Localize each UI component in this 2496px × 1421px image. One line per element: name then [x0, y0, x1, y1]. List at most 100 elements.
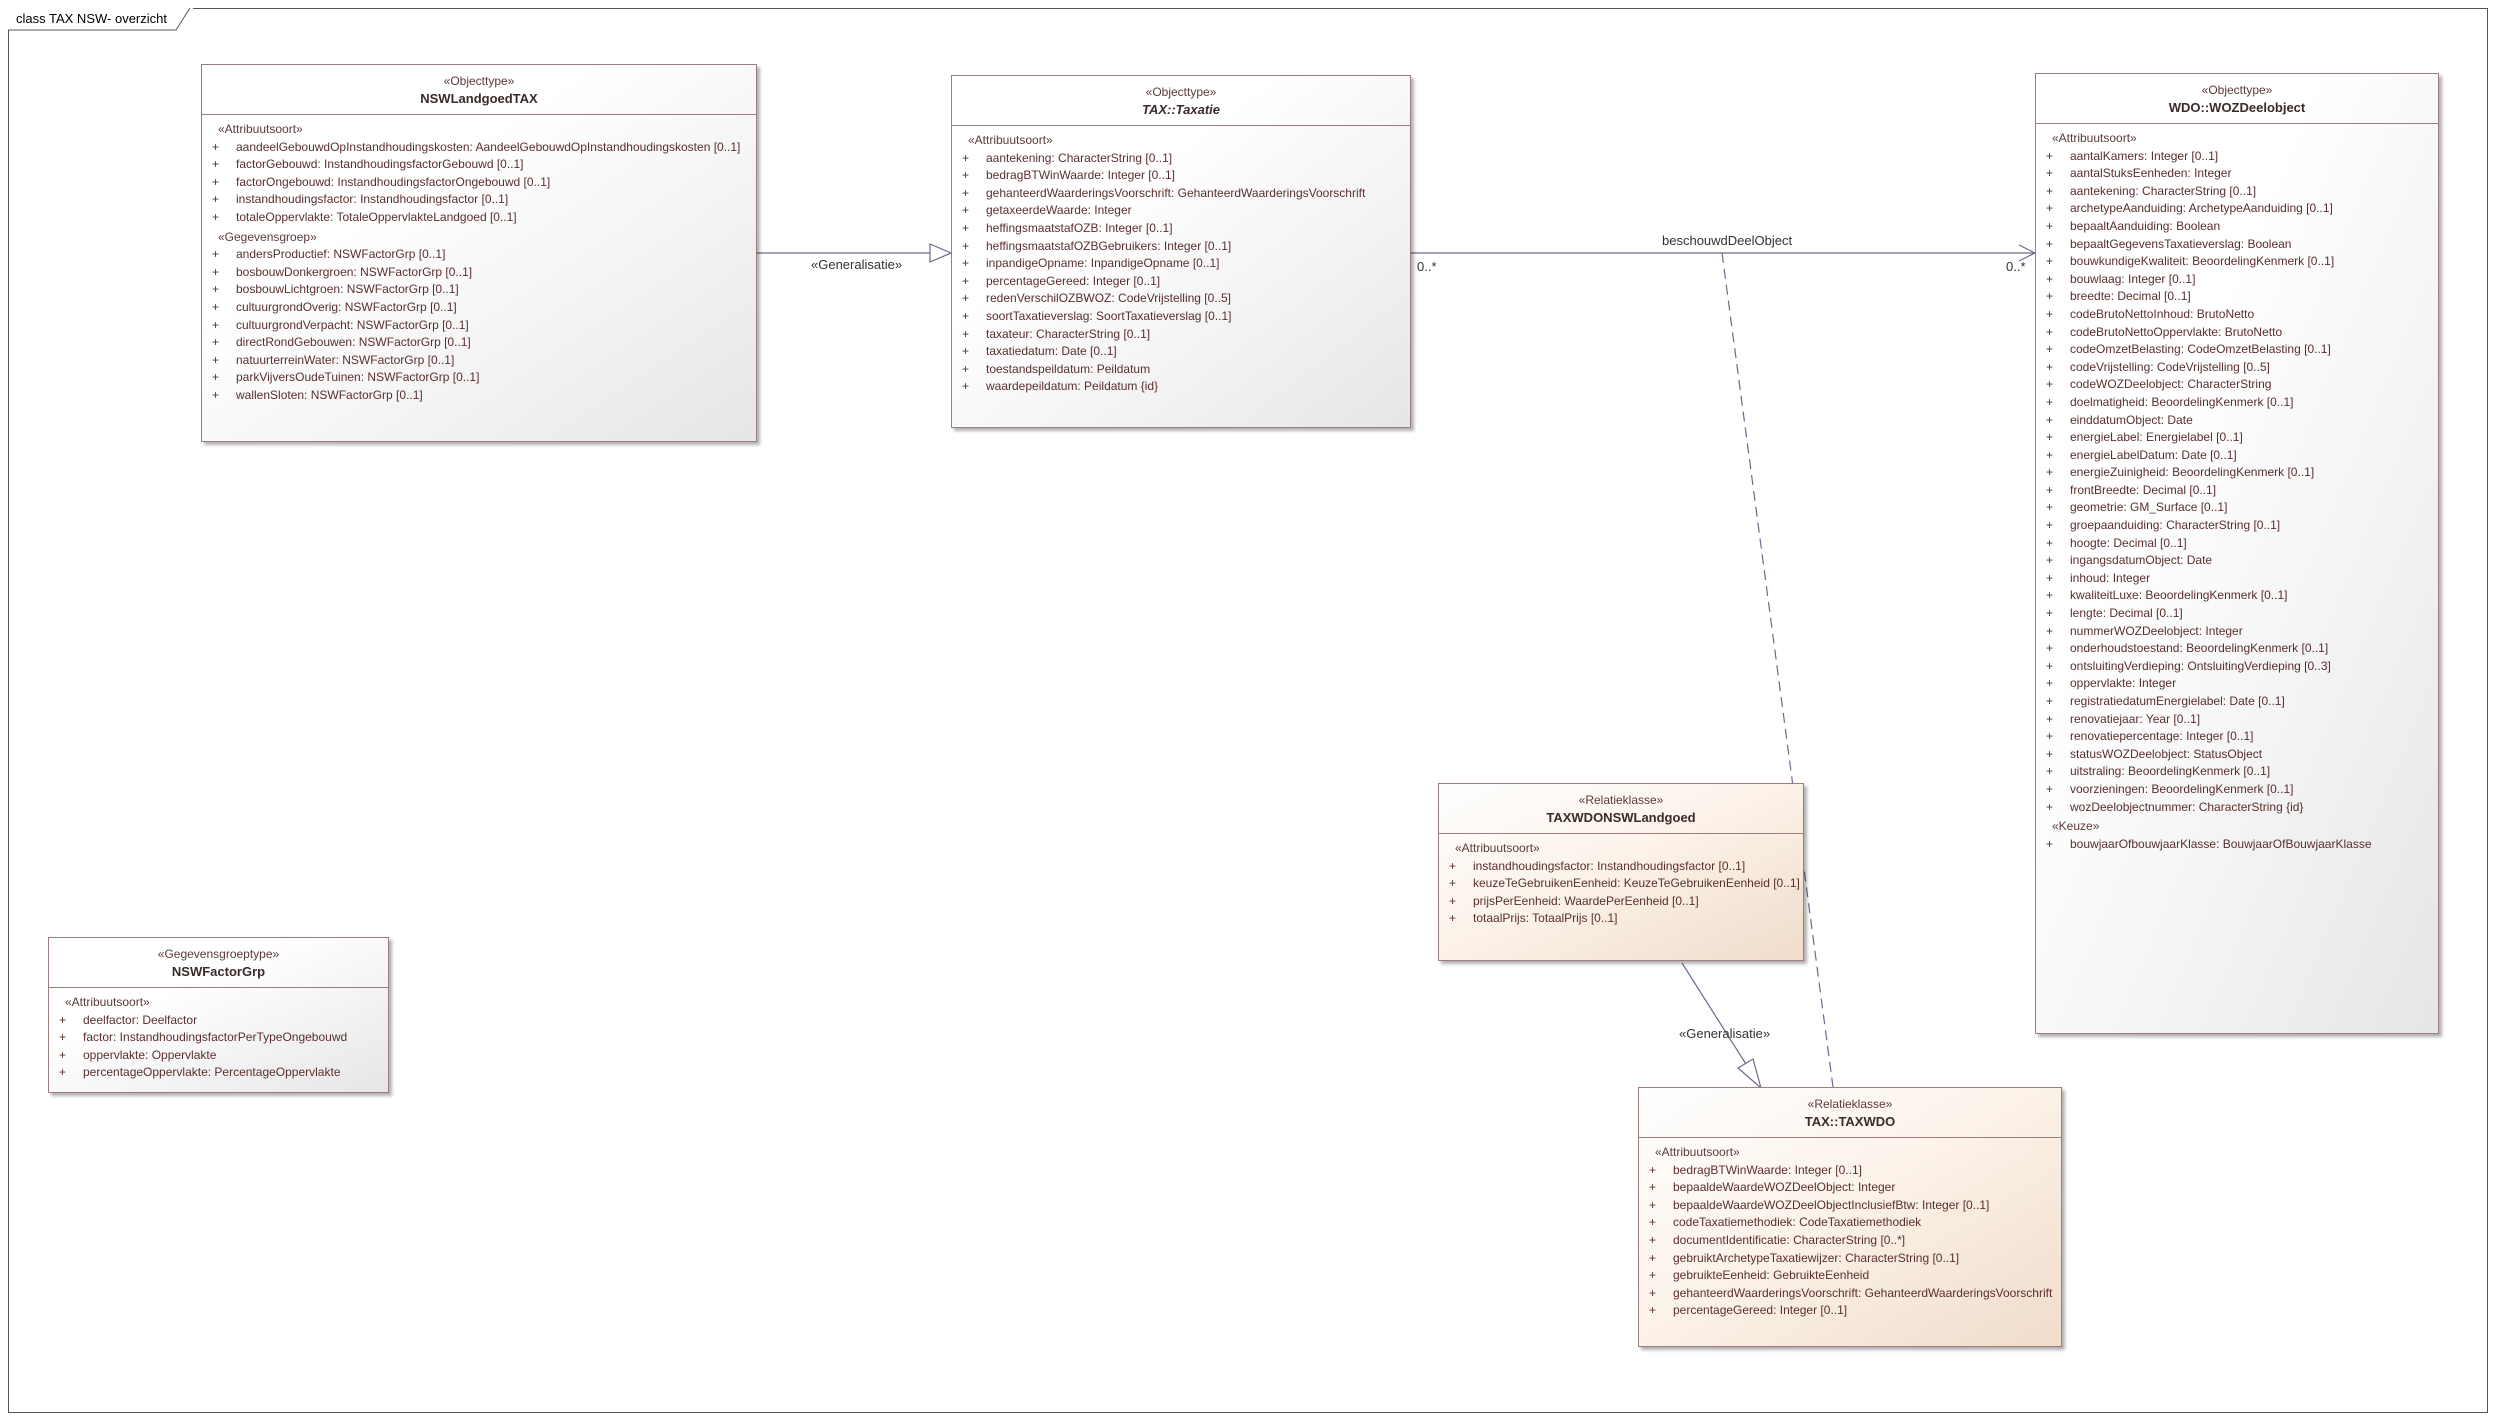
attribute-row[interactable]: +inpandigeOpname: InpandigeOpname [0..1] [962, 255, 1404, 273]
attribute-row[interactable]: +codeOmzetBelasting: CodeOmzetBelasting … [2046, 341, 2432, 359]
attribute-row[interactable]: +parkVijversOudeTuinen: NSWFactorGrp [0.… [212, 369, 750, 387]
attribute-row[interactable]: +andersProductief: NSWFactorGrp [0..1] [212, 246, 750, 264]
attribute-row[interactable]: +instandhoudingsfactor: Instandhoudingsf… [212, 191, 750, 209]
attribute-row[interactable]: +gebruikteEenheid: GebruikteEenheid [1649, 1267, 2055, 1285]
attribute-row[interactable]: +bedragBTWinWaarde: Integer [0..1] [1649, 1162, 2055, 1180]
attribute-row[interactable]: +ingangsdatumObject: Date [2046, 552, 2432, 570]
attribute-row[interactable]: +aantekening: CharacterString [0..1] [2046, 183, 2432, 201]
attribute-row[interactable]: +documentIdentificatie: CharacterString … [1649, 1232, 2055, 1250]
attribute-row[interactable]: +heffingsmaatstafOZBGebruikers: Integer … [962, 238, 1404, 256]
attribute-row[interactable]: +cultuurgrondVerpacht: NSWFactorGrp [0..… [212, 317, 750, 335]
attribute-row[interactable]: +totaalPrijs: TotaalPrijs [0..1] [1449, 910, 1797, 928]
visibility-marker: + [962, 308, 970, 323]
attribute-row[interactable]: +energieLabelDatum: Date [0..1] [2046, 447, 2432, 465]
attribute-row[interactable]: +hoogte: Decimal [0..1] [2046, 535, 2432, 553]
attribute-row[interactable]: +codeWOZDeelobject: CharacterString [2046, 376, 2432, 394]
attribute-row[interactable]: +oppervlakte: Oppervlakte [59, 1047, 382, 1065]
attribute-row[interactable]: +cultuurgrondOverig: NSWFactorGrp [0..1] [212, 299, 750, 317]
attribute-row[interactable]: +bosbouwLichtgroen: NSWFactorGrp [0..1] [212, 281, 750, 299]
attribute-row[interactable]: +einddatumObject: Date [2046, 412, 2432, 430]
attribute-row[interactable]: +energieLabel: Energielabel [0..1] [2046, 429, 2432, 447]
attribute-row[interactable]: +totaleOppervlakte: TotaleOppervlakteLan… [212, 209, 750, 227]
attribute-row[interactable]: +toestandspeildatum: Peildatum [962, 361, 1404, 379]
attribute-row[interactable]: +voorzieningen: BeoordelingKenmerk [0..1… [2046, 781, 2432, 799]
class-nswlandgoedtax[interactable]: «Objecttype» NSWLandgoedTAX «Attribuutso… [201, 64, 757, 442]
attribute-row[interactable]: +heffingsmaatstafOZB: Integer [0..1] [962, 220, 1404, 238]
attribute-row[interactable]: +codeVrijstelling: CodeVrijstelling [0..… [2046, 359, 2432, 377]
attribute-row[interactable]: +redenVerschilOZBWOZ: CodeVrijstelling [… [962, 290, 1404, 308]
attribute-row[interactable]: +factorGebouwd: InstandhoudingsfactorGeb… [212, 156, 750, 174]
attribute-row[interactable]: +wallenSloten: NSWFactorGrp [0..1] [212, 387, 750, 405]
generalisation-label-2: «Generalisatie» [1679, 1026, 1771, 1041]
attribute-row[interactable]: +groepaanduiding: CharacterString [0..1] [2046, 517, 2432, 535]
attribute-row[interactable]: +breedte: Decimal [0..1] [2046, 288, 2432, 306]
visibility-marker: + [2046, 148, 2054, 163]
attribute-row[interactable]: +bouwkundigeKwaliteit: BeoordelingKenmer… [2046, 253, 2432, 271]
class-wozdeelobject[interactable]: «Objecttype» WDO::WOZDeelobject «Attribu… [2035, 73, 2439, 1034]
attribute-row[interactable]: +natuurterreinWater: NSWFactorGrp [0..1] [212, 352, 750, 370]
attribute-row[interactable]: +factorOngebouwd: InstandhoudingsfactorO… [212, 174, 750, 192]
attribute-row[interactable]: +wozDeelobjectnummer: CharacterString {i… [2046, 799, 2432, 817]
class-taxwdonswlandgoed[interactable]: «Relatieklasse» TAXWDONSWLandgoed «Attri… [1438, 783, 1804, 961]
attribute-row[interactable]: +percentageGereed: Integer [0..1] [962, 273, 1404, 291]
attribute-row[interactable]: +percentageOppervlakte: PercentageOpperv… [59, 1064, 382, 1082]
attribute-row[interactable]: +instandhoudingsfactor: Instandhoudingsf… [1449, 858, 1797, 876]
attribute-row[interactable]: +bepaaldeWaardeWOZDeelObject: Integer [1649, 1179, 2055, 1197]
attribute-row[interactable]: +kwaliteitLuxe: BeoordelingKenmerk [0..1… [2046, 587, 2432, 605]
class-header: «Objecttype» TAX::Taxatie [952, 76, 1410, 126]
class-taxatie[interactable]: «Objecttype» TAX::Taxatie «Attribuutsoor… [951, 75, 1411, 428]
attribute-row[interactable]: +nummerWOZDeelobject: Integer [2046, 623, 2432, 641]
attribute-row[interactable]: +inhoud: Integer [2046, 570, 2432, 588]
attribute-row[interactable]: +doelmatigheid: BeoordelingKenmerk [0..1… [2046, 394, 2432, 412]
attribute-row[interactable]: +oppervlakte: Integer [2046, 675, 2432, 693]
attribute-row[interactable]: +directRondGebouwen: NSWFactorGrp [0..1] [212, 334, 750, 352]
attribute-row[interactable]: +percentageGereed: Integer [0..1] [1649, 1302, 2055, 1320]
attribute-row[interactable]: +deelfactor: Deelfactor [59, 1012, 382, 1030]
attribute-row[interactable]: +codeTaxatiemethodiek: CodeTaxatiemethod… [1649, 1214, 2055, 1232]
attribute-row[interactable]: +factor: InstandhoudingsfactorPerTypeOng… [59, 1029, 382, 1047]
attribute-row[interactable]: +bedragBTWinWaarde: Integer [0..1] [962, 167, 1404, 185]
attribute-row[interactable]: +prijsPerEenheid: WaardePerEenheid [0..1… [1449, 893, 1797, 911]
attribute-text: codeBrutoNettoInhoud: BrutoNetto [2070, 306, 2255, 321]
attribute-row[interactable]: +aantalKamers: Integer [0..1] [2046, 148, 2432, 166]
attribute-row[interactable]: +bepaaldeWaardeWOZDeelObjectInclusiefBtw… [1649, 1197, 2055, 1215]
attribute-row[interactable]: +codeBrutoNettoOppervlakte: BrutoNetto [2046, 324, 2432, 342]
attribute-row[interactable]: +taxateur: CharacterString [0..1] [962, 326, 1404, 344]
attribute-row[interactable]: +bouwlaag: Integer [0..1] [2046, 271, 2432, 289]
attribute-text: renovatiepercentage: Integer [0..1] [2070, 729, 2254, 744]
class-taxwdo[interactable]: «Relatieklasse» TAX::TAXWDO «Attribuutso… [1638, 1087, 2062, 1347]
attribute-row[interactable]: +archetypeAanduiding: ArchetypeAanduidin… [2046, 200, 2432, 218]
attribute-row[interactable]: +lengte: Decimal [0..1] [2046, 605, 2432, 623]
attribute-row[interactable]: +statusWOZDeelobject: StatusObject [2046, 746, 2432, 764]
attribute-row[interactable]: +bosbouwDonkergroen: NSWFactorGrp [0..1] [212, 264, 750, 282]
attribute-row[interactable]: +frontBreedte: Decimal [0..1] [2046, 482, 2432, 500]
attribute-row[interactable]: +bepaaltAanduiding: Boolean [2046, 218, 2432, 236]
attribute-row[interactable]: +renovatiejaar: Year [0..1] [2046, 711, 2432, 729]
attribute-row[interactable]: +aantekening: CharacterString [0..1] [962, 150, 1404, 168]
attribute-text: geometrie: GM_Surface [0..1] [2070, 500, 2228, 515]
attribute-row[interactable]: +aandeelGebouwdOpInstandhoudingskosten: … [212, 139, 750, 157]
attribute-row[interactable]: +renovatiepercentage: Integer [0..1] [2046, 728, 2432, 746]
attribute-row[interactable]: +bepaaltGegevensTaxatieverslag: Boolean [2046, 236, 2432, 254]
attribute-row[interactable]: +geometrie: GM_Surface [0..1] [2046, 499, 2432, 517]
attribute-row[interactable]: +waardepeildatum: Peildatum {id} [962, 378, 1404, 396]
attribute-row[interactable]: +keuzeTeGebruikenEenheid: KeuzeTeGebruik… [1449, 875, 1800, 893]
attribute-row[interactable]: +energieZuinigheid: BeoordelingKenmerk [… [2046, 464, 2432, 482]
attribute-row[interactable]: +registratiedatumEnergielabel: Date [0..… [2046, 693, 2432, 711]
attribute-row[interactable]: +gehanteerdWaarderingsVoorschrift: Gehan… [1649, 1285, 2055, 1303]
attribute-row[interactable]: +soortTaxatieverslag: SoortTaxatieversla… [962, 308, 1404, 326]
attribute-row[interactable]: +codeBrutoNettoInhoud: BrutoNetto [2046, 306, 2432, 324]
attribute-row[interactable]: +gebruiktArchetypeTaxatiewijzer: Charact… [1649, 1250, 2055, 1268]
attribute-row[interactable]: +taxatiedatum: Date [0..1] [962, 343, 1404, 361]
attribute-row[interactable]: +ontsluitingVerdieping: OntsluitingVerdi… [2046, 658, 2432, 676]
attribute-row[interactable]: +uitstraling: BeoordelingKenmerk [0..1] [2046, 763, 2432, 781]
class-nswfactorgrp[interactable]: «Gegevensgroeptype» NSWFactorGrp «Attrib… [48, 937, 389, 1093]
attribute-row[interactable]: +getaxeerdeWaarde: Integer [962, 202, 1404, 220]
attribute-row[interactable]: +onderhoudstoestand: BeoordelingKenmerk … [2046, 640, 2432, 658]
attribute-row[interactable]: +gehanteerdWaarderingsVoorschrift: Gehan… [962, 185, 1404, 203]
attribute-row[interactable]: +aantalStuksEenheden: Integer [2046, 165, 2432, 183]
attribute-row[interactable]: +bouwjaarOfbouwjaarKlasse: BouwjaarOfBou… [2046, 836, 2432, 854]
attribute-text: kwaliteitLuxe: BeoordelingKenmerk [0..1] [2070, 588, 2288, 603]
attribute-text: gebruikteEenheid: GebruikteEenheid [1673, 1268, 1870, 1283]
visibility-marker: + [962, 256, 970, 271]
